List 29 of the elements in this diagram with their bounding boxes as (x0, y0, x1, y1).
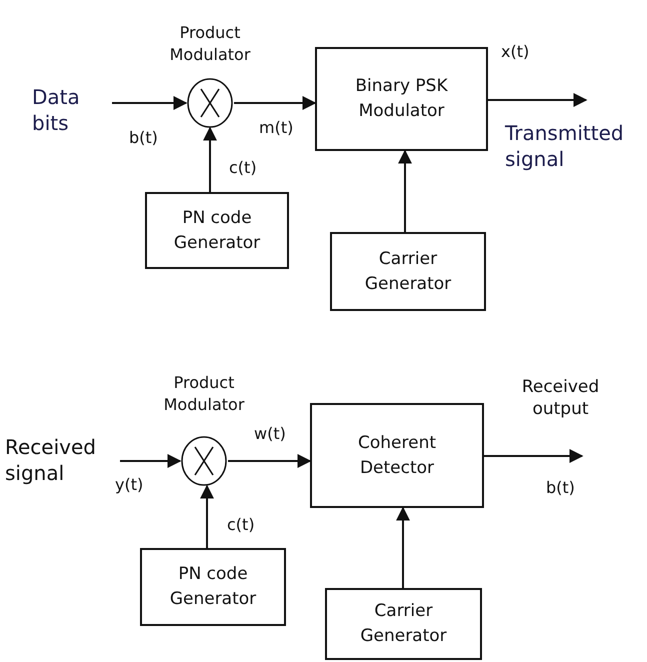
edge-label: y(t) (114, 475, 144, 494)
arrow (234, 96, 316, 110)
signal-label: Data bits (32, 84, 112, 140)
edge-label: m(t) (258, 118, 294, 137)
process-box: Carrier Generator (325, 588, 482, 660)
block-title: Product Modulator (162, 372, 246, 416)
process-box: Coherent Detector (310, 403, 484, 508)
arrow (398, 150, 412, 232)
arrow (484, 449, 584, 463)
edge-label: c(t) (226, 515, 256, 534)
arrow (228, 454, 312, 468)
edge-label: w(t) (253, 424, 287, 443)
signal-label: Received output (520, 376, 600, 420)
signal-label: Transmitted signal (505, 120, 625, 172)
edge-label: c(t) (228, 158, 258, 177)
arrow (200, 484, 214, 548)
edge-label: x(t) (500, 42, 530, 61)
arrow (396, 506, 410, 588)
arrow (120, 454, 182, 468)
edge-label: b(t) (128, 128, 159, 147)
block-title: Product Modulator (168, 22, 252, 66)
process-box: PN code Generator (145, 192, 289, 269)
process-box: Carrier Generator (330, 232, 486, 311)
arrow (112, 96, 188, 110)
edge-label: b(t) (545, 478, 576, 497)
process-box: Binary PSK Modulator (315, 47, 488, 151)
arrow (203, 126, 217, 192)
process-box: PN code Generator (140, 548, 286, 626)
arrow (488, 93, 588, 107)
